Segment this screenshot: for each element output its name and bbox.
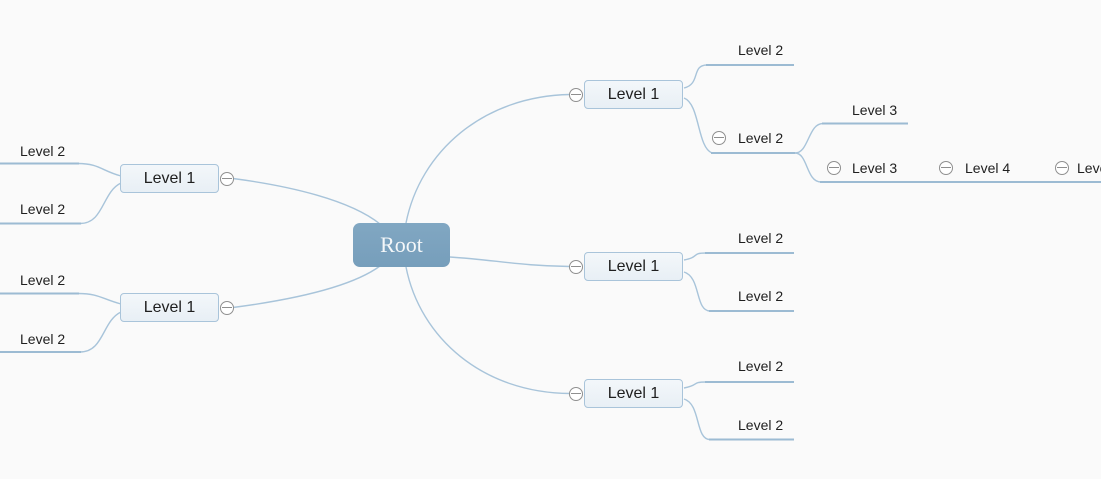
collapse-icon[interactable] bbox=[569, 259, 583, 274]
level1-node-right-bottom[interactable]: Level 1 bbox=[584, 379, 683, 408]
level2-node[interactable]: Level 2 bbox=[738, 357, 784, 374]
branch-curve bbox=[79, 182, 122, 225]
level5-node[interactable]: Level 5 bbox=[1077, 159, 1101, 176]
level2-node[interactable]: Level 2 bbox=[738, 42, 784, 58]
level2-node[interactable]: Level 2 bbox=[20, 143, 66, 159]
root-node[interactable]: Root bbox=[353, 223, 450, 267]
collapse-icon[interactable] bbox=[711, 130, 726, 145]
collapse-icon[interactable] bbox=[220, 300, 234, 315]
branch-curve bbox=[77, 292, 122, 305]
level1-node-left-bottom[interactable]: Level 1 bbox=[120, 293, 219, 322]
branch-curve bbox=[405, 93, 571, 224]
branch-curve bbox=[232, 265, 381, 309]
level2-node[interactable]: Level 2 bbox=[738, 129, 784, 146]
collapse-icon[interactable] bbox=[1054, 160, 1069, 175]
branch-curve bbox=[79, 311, 122, 353]
branch-curve bbox=[683, 271, 711, 312]
collapse-icon[interactable] bbox=[569, 87, 583, 102]
branch-curve bbox=[405, 266, 571, 395]
level4-node[interactable]: Level 4 bbox=[965, 159, 1011, 176]
collapse-icon[interactable] bbox=[569, 386, 583, 401]
collapse-icon[interactable] bbox=[220, 171, 234, 186]
level2-node[interactable]: Level 2 bbox=[20, 331, 66, 347]
level1-node-left-top[interactable]: Level 1 bbox=[120, 164, 219, 193]
branch-curve bbox=[683, 252, 707, 261]
level1-node-right-top[interactable]: Level 1 bbox=[584, 80, 683, 109]
branch-curve bbox=[683, 398, 711, 441]
collapse-icon[interactable] bbox=[938, 160, 953, 175]
level2-node[interactable]: Level 2 bbox=[20, 201, 66, 217]
level2-node[interactable]: Level 2 bbox=[20, 272, 66, 288]
level2-node[interactable]: Level 2 bbox=[738, 229, 784, 246]
branch-curve bbox=[232, 177, 381, 225]
branch-curve bbox=[77, 162, 122, 177]
collapse-icon[interactable] bbox=[827, 160, 841, 175]
level3-node[interactable]: Level 3 bbox=[852, 102, 898, 118]
level2-node[interactable]: Level 2 bbox=[738, 288, 784, 304]
branch-curve bbox=[683, 97, 713, 154]
branch-curve bbox=[794, 152, 822, 183]
branch-curve bbox=[794, 122, 824, 154]
branch-curve bbox=[683, 64, 708, 89]
branch-curve bbox=[683, 381, 707, 389]
level1-node-right-middle[interactable]: Level 1 bbox=[584, 252, 683, 281]
branch-curve bbox=[449, 256, 571, 268]
level3-node[interactable]: Level 3 bbox=[852, 159, 898, 176]
level2-node[interactable]: Level 2 bbox=[738, 416, 784, 433]
